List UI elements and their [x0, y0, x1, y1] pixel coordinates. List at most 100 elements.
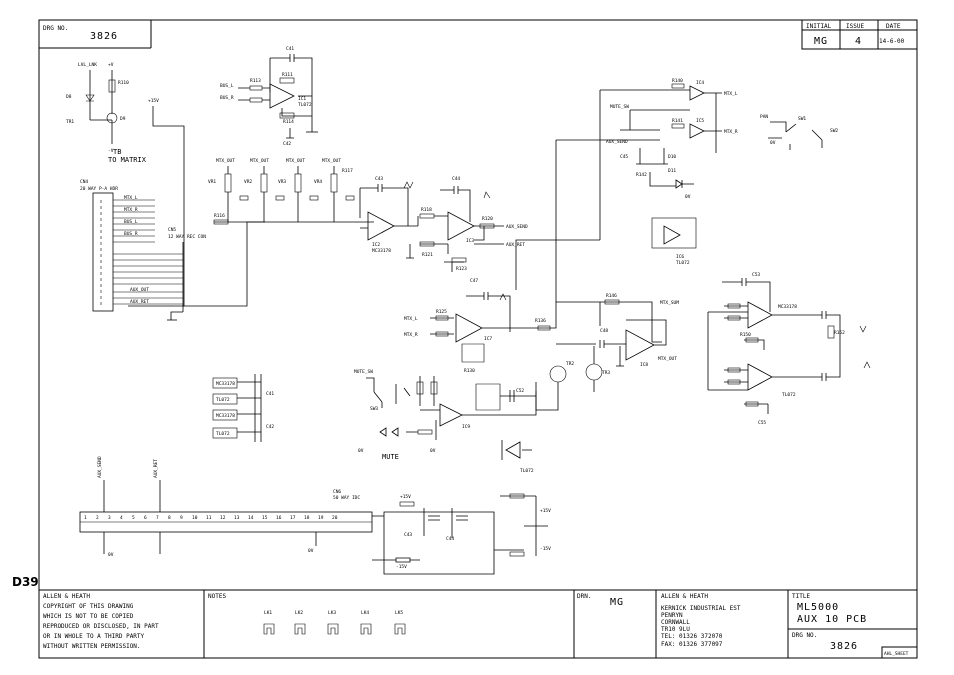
- svg-text:C44: C44: [446, 536, 454, 542]
- svg-text:MTX_SUM: MTX_SUM: [660, 300, 679, 306]
- svg-text:20 WAY P-A HDR: 20 WAY P-A HDR: [80, 186, 118, 192]
- svg-text:-15V: -15V: [396, 564, 407, 570]
- svg-text:R152: R152: [834, 330, 845, 336]
- svg-text:MTX_OUT: MTX_OUT: [322, 158, 341, 164]
- copyright-line-5: OR IN WHOLE TO A THIRD PARTY: [43, 633, 145, 640]
- address-line-3: PENRYN: [661, 612, 683, 619]
- label-tb: TB: [113, 148, 121, 156]
- svg-text:R140: R140: [672, 78, 683, 84]
- svg-text:TL072: TL072: [676, 260, 690, 266]
- copyright-line-3: WHICH IS NOT TO BE COPIED: [43, 613, 134, 620]
- relay-chips: MC33178 TL072 MC33178 TL072 C41 C42: [212, 374, 274, 442]
- svg-text:AUX_RET: AUX_RET: [153, 459, 159, 478]
- svg-text:MTX_R: MTX_R: [724, 129, 738, 135]
- drawn-value: MG: [610, 597, 624, 608]
- svg-text:C55: C55: [758, 420, 766, 426]
- svg-text:3: 3: [108, 515, 111, 521]
- svg-text:AUX_OUT: AUX_OUT: [130, 287, 149, 293]
- notes-block: NOTES LK1 LK2 LK3 LK4 LK5: [208, 593, 406, 635]
- link-lk4: LK4: [360, 610, 372, 635]
- svg-text:6: 6: [144, 515, 147, 521]
- svg-text:IC8: IC8: [640, 362, 648, 368]
- svg-text:IC7: IC7: [484, 336, 492, 342]
- svg-text:IC1: IC1: [298, 96, 306, 102]
- svg-text:2: 2: [96, 515, 99, 521]
- link-lk3: LK3: [327, 610, 339, 635]
- svg-text:12 WAY REC CON: 12 WAY REC CON: [168, 234, 206, 240]
- svg-text:0V: 0V: [108, 552, 114, 558]
- svg-text:SW2: SW2: [830, 128, 838, 134]
- opamp-ic8: C48 IC8 MTX_OUT TR2 TR3: [535, 319, 677, 411]
- svg-text:R111: R111: [282, 72, 293, 78]
- svg-text:C52: C52: [516, 388, 524, 394]
- svg-text:BUS_R: BUS_R: [124, 231, 138, 237]
- led-indicator-section: LVL_LNK +V R110 D8 D9 -V TR1 +15V: [66, 62, 185, 307]
- corner-tag: AHL_SHEET: [884, 651, 909, 657]
- pot-row: MTX_OUT MTX_OUT MTX_OUT MTX_OUT VR1 VR2 …: [208, 158, 374, 225]
- address-tel: TEL: 01326 372070: [661, 633, 723, 640]
- svg-text:SW3: SW3: [370, 406, 378, 412]
- title-line-1: ML5000: [797, 602, 839, 613]
- svg-text:MC33178: MC33178: [372, 248, 391, 254]
- output-stage: C53 MC33178 R150 C55 R152 TL072: [707, 272, 871, 426]
- label-to-matrix: TO MATRIX: [108, 156, 147, 164]
- svg-text:BUS_R: BUS_R: [220, 95, 234, 101]
- svg-text:C41: C41: [266, 391, 274, 397]
- svg-text:TL072: TL072: [216, 431, 230, 437]
- title-line-2: AUX 10 PCB: [797, 614, 867, 625]
- title-block: TITLE ML5000 AUX 10 PCB DRG NO. 3826 AHL…: [792, 593, 909, 657]
- svg-text:0V: 0V: [430, 448, 436, 454]
- svg-text:R120: R120: [482, 216, 493, 222]
- svg-text:15: 15: [262, 515, 268, 521]
- svg-text:R118: R118: [421, 207, 432, 213]
- rev-initial-label: INITIAL: [806, 23, 832, 30]
- svg-text:LK5: LK5: [395, 610, 403, 616]
- sig-lvl: LVL_LNK: [78, 62, 97, 68]
- svg-text:PAN: PAN: [760, 114, 768, 120]
- svg-text:LK1: LK1: [264, 610, 272, 616]
- opamp-ic1: C41 R111 BUS_L BUS_R R113 IC1 TL072 R114…: [220, 46, 318, 147]
- svg-text:MTX_OUT: MTX_OUT: [658, 356, 677, 362]
- svg-text:9: 9: [180, 515, 183, 521]
- svg-text:MTX_OUT: MTX_OUT: [286, 158, 305, 164]
- spare-opamp-ic6: IC6 TL072: [651, 217, 697, 266]
- connector-cn6: CN6 50 WAY IDC 1 2 3 4 5 6 7 8 9 10 11 1…: [79, 456, 551, 575]
- svg-text:D10: D10: [668, 154, 676, 160]
- relay-section: MUTE_SW AUX_SEND R140 R141 IC4 IC5 MTX_L…: [515, 78, 738, 302]
- svg-text:MC33178: MC33178: [778, 304, 797, 310]
- link-lk1: LK1: [263, 610, 275, 635]
- svg-text:R114: R114: [283, 119, 294, 125]
- drg-no-label: DRG NO.: [43, 25, 68, 32]
- svg-text:0V: 0V: [358, 448, 364, 454]
- svg-text:AUX_SEND: AUX_SEND: [97, 456, 103, 478]
- svg-text:MC33178: MC33178: [216, 413, 235, 419]
- svg-text:TL072: TL072: [216, 397, 230, 403]
- svg-text:C45: C45: [620, 154, 628, 160]
- svg-text:LK2: LK2: [295, 610, 303, 616]
- svg-text:R123: R123: [456, 266, 467, 272]
- svg-text:IC5: IC5: [696, 118, 704, 124]
- svg-text:17: 17: [290, 515, 296, 521]
- schematic: LVL_LNK +V R110 D8 D9 -V TR1 +15V TB TO …: [66, 46, 871, 575]
- rev-date-label: DATE: [886, 23, 901, 30]
- address-line-2: KERNICK INDUSTRIAL EST: [661, 605, 741, 612]
- connector-cn5: CN5 12 WAY REC CON: [167, 221, 265, 321]
- svg-text:SW1: SW1: [798, 116, 806, 122]
- svg-text:C42: C42: [283, 141, 291, 147]
- svg-text:MTX_OUT: MTX_OUT: [216, 158, 235, 164]
- svg-text:MC33178: MC33178: [216, 381, 235, 387]
- connector-cn4: CN4 20 WAY P-A HDR MTX_L MTX_R BUS_L BUS…: [80, 179, 183, 312]
- svg-text:C43: C43: [404, 532, 412, 538]
- svg-text:IC9: IC9: [462, 424, 470, 430]
- svg-text:R146: R146: [606, 293, 617, 299]
- address-fax: FAX: 01326 377097: [661, 641, 723, 648]
- svg-text:10: 10: [192, 515, 198, 521]
- svg-text:11: 11: [206, 515, 212, 521]
- svg-text:CN5: CN5: [168, 227, 176, 233]
- svg-text:R121: R121: [422, 252, 433, 258]
- svg-text:8: 8: [168, 515, 171, 521]
- title-drg-label: DRG NO.: [792, 632, 817, 639]
- svg-text:R117: R117: [342, 168, 353, 174]
- svg-text:MTX_R: MTX_R: [404, 332, 418, 338]
